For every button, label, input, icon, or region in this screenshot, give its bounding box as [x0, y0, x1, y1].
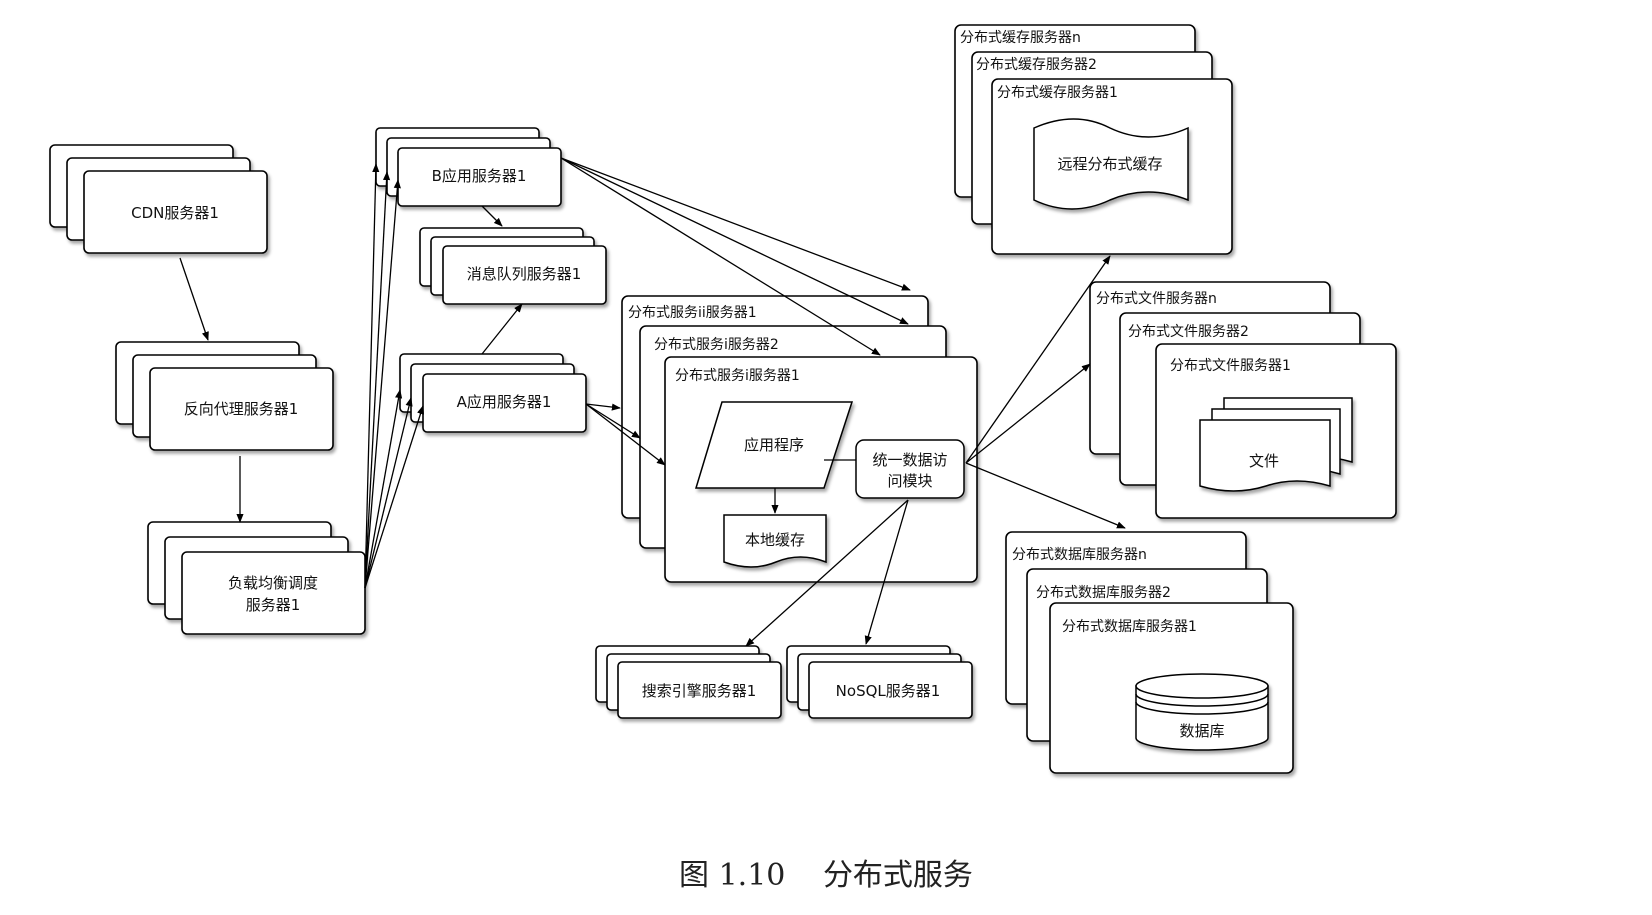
cdn-server-stack [49, 144, 268, 254]
app-server-b-stack [375, 127, 562, 207]
local-cache-shape [723, 514, 827, 568]
svc-i-server-2-label: 分布式服务i服务器2 [654, 337, 779, 353]
search-engine-label: 搜索引擎服务器1 [642, 682, 757, 700]
data-access-module-shape [855, 439, 965, 499]
file-server-2-label: 分布式文件服务器2 [1128, 324, 1249, 340]
figure-caption: 图 1.10 分布式服务 [0, 850, 1652, 894]
figure-number: 图 1.10 [679, 858, 786, 893]
app-server-b-label: B应用服务器1 [432, 167, 527, 185]
cache-server-1-label: 分布式缓存服务器1 [997, 85, 1118, 101]
message-queue-label: 消息队列服务器1 [467, 265, 582, 283]
cache-server-2-label: 分布式缓存服务器2 [976, 57, 1097, 73]
app-server-a-stack [399, 353, 587, 433]
remote-cache-shape [1033, 118, 1189, 210]
file-document-stack [1199, 397, 1353, 492]
svc-ii-server-1-label: 分布式服务ii服务器1 [628, 305, 757, 321]
load-balancer-label-line1: 负载均衡调度 [228, 574, 318, 592]
figure-title: 分布式服务 [822, 858, 973, 893]
local-cache-label: 本地缓存 [745, 531, 805, 549]
load-balancer-stack [147, 521, 366, 635]
connectors [179, 157, 1126, 647]
db-server-2-label: 分布式数据库服务器2 [1036, 585, 1171, 601]
message-queue-stack [419, 227, 607, 305]
db-server-n-label: 分布式数据库服务器n [1012, 547, 1147, 563]
cdn-server-label: CDN服务器1 [131, 204, 219, 222]
app-server-a-label: A应用服务器1 [457, 393, 552, 411]
file-server-1-label: 分布式文件服务器1 [1170, 358, 1291, 374]
application-program-label: 应用程序 [744, 436, 804, 454]
db-server-1-label: 分布式数据库服务器1 [1062, 619, 1197, 635]
search-engine-stack [595, 645, 782, 719]
remote-cache-label: 远程分布式缓存 [1057, 155, 1162, 173]
cache-server-n-label: 分布式缓存服务器n [960, 30, 1081, 46]
reverse-proxy-label: 反向代理服务器1 [184, 400, 299, 418]
data-access-label-line1: 统一数据访 [872, 451, 947, 469]
database-cylinder [1135, 673, 1269, 751]
file-label: 文件 [1249, 452, 1279, 470]
application-program-shape [694, 401, 854, 489]
nosql-stack [786, 645, 973, 719]
data-access-label-line2: 问模块 [887, 472, 932, 490]
file-server-n-label: 分布式文件服务器n [1096, 291, 1217, 307]
load-balancer-label-line2: 服务器1 [246, 596, 301, 614]
nosql-label: NoSQL服务器1 [836, 682, 941, 700]
reverse-proxy-stack [115, 341, 334, 451]
database-label: 数据库 [1179, 722, 1224, 740]
svc-i-server-1-label: 分布式服务i服务器1 [675, 368, 800, 384]
